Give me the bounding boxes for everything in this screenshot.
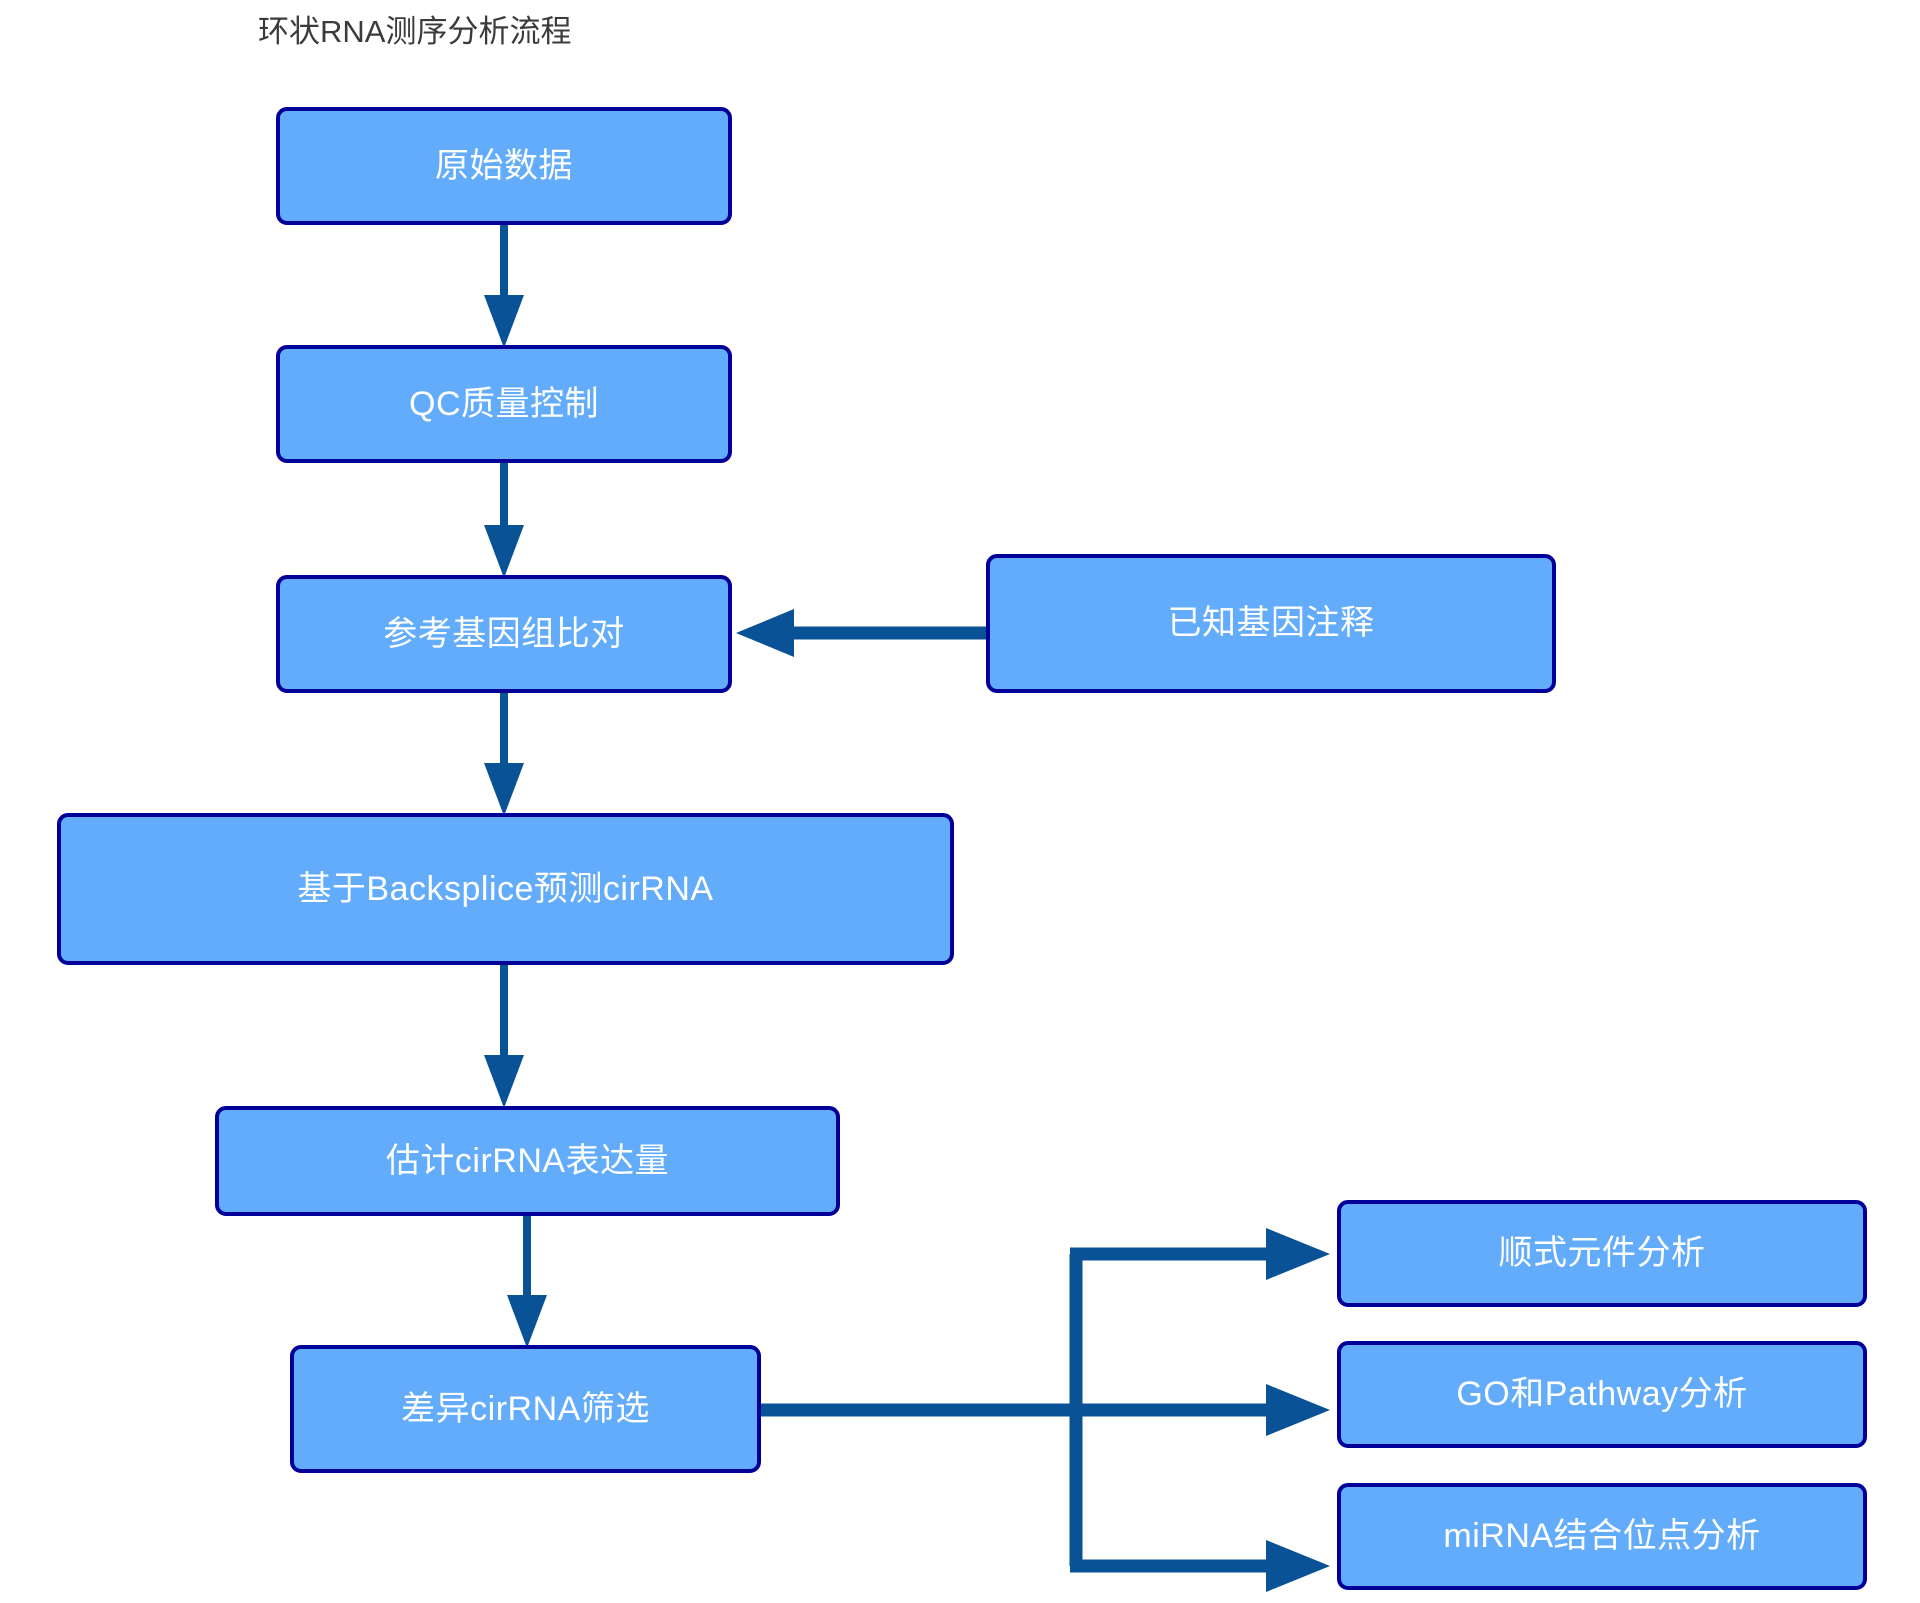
node-differential-screening[interactable]: 差异cirRNA筛选 xyxy=(290,1345,761,1473)
edge-rawdata-to-qc xyxy=(484,225,524,348)
edge-expression-to-diff xyxy=(507,1216,547,1348)
edge-diff-to-mirna xyxy=(1070,1540,1330,1592)
node-qc[interactable]: QC质量控制 xyxy=(276,345,732,463)
node-expression-estimation[interactable]: 估计cirRNA表达量 xyxy=(215,1106,840,1216)
node-cis-element-analysis[interactable]: 顺式元件分析 xyxy=(1337,1200,1867,1307)
edge-diff-trunk xyxy=(761,1254,1083,1566)
edge-qc-to-align xyxy=(484,463,524,578)
edge-diff-to-cis xyxy=(1070,1228,1330,1280)
node-go-pathway-analysis[interactable]: GO和Pathway分析 xyxy=(1337,1341,1867,1448)
node-raw-data[interactable]: 原始数据 xyxy=(276,107,732,225)
node-reference-genome-alignment[interactable]: 参考基因组比对 xyxy=(276,575,732,693)
edge-annotation-to-align xyxy=(736,609,986,657)
node-backsplice-prediction[interactable]: 基于Backsplice预测cirRNA xyxy=(57,813,954,965)
edge-align-to-backsplice xyxy=(484,693,524,816)
edge-diff-to-go xyxy=(1076,1384,1330,1436)
node-known-gene-annotation[interactable]: 已知基因注释 xyxy=(986,554,1556,693)
edge-backsplice-to-expression xyxy=(484,965,524,1108)
node-mirna-binding-site-analysis[interactable]: miRNA结合位点分析 xyxy=(1337,1483,1867,1590)
page-title: 环状RNA测序分析流程 xyxy=(258,14,572,49)
